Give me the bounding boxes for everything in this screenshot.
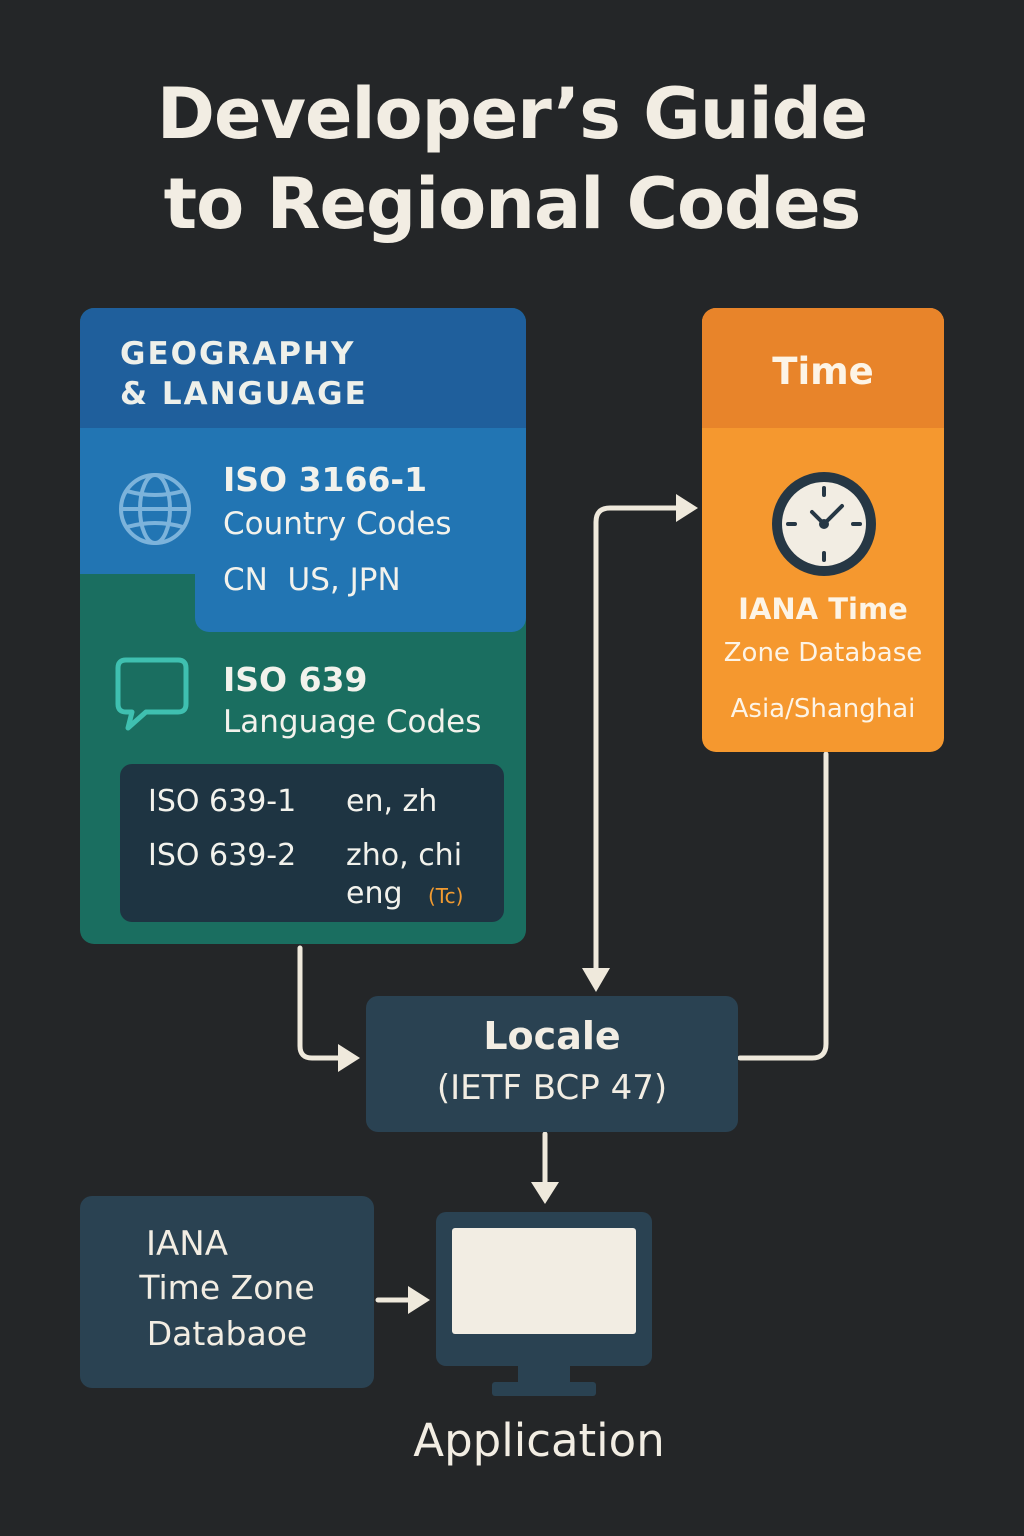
country-codes-section [80,428,526,574]
country-code-label: Country Codes [223,506,452,542]
locale-subtitle: (IETF BCP 47) [436,1068,668,1108]
geography-header: GEOGRAPHY & LANGUAGE [80,308,526,428]
country-code-examples: CN US, JPN [223,562,401,598]
speech-bubble-icon [115,657,189,731]
monitor-icon [436,1212,652,1396]
time-header: Time [702,308,944,428]
iana-time-zone-box: IANA Time Zone Databaoe [80,1196,374,1388]
locale-node: Locale (IETF BCP 47) [366,996,738,1132]
time-zone-example: Asia/Shanghai [730,694,916,724]
locale-title: Locale [483,1014,621,1058]
language-code-standard: ISO 639 [223,660,368,699]
traditional-chinese-note: (Tc) [428,884,464,908]
globe-icon [119,473,191,545]
table-row-vals: en, zh [346,784,438,819]
time-card: Time IANA Time Zone Database Asia/Shangh… [702,308,944,752]
geography-header-text: GEOGRAPHY & LANGUAGE [120,336,368,412]
country-code-standard: ISO 3166-1 [223,460,428,499]
geography-language-card: GEOGRAPHY & LANGUAGE ISO 3166-1 Country … [80,308,526,944]
clock-icon [772,472,876,576]
arrow-geo-to-locale [297,945,349,1061]
iana-box-line-2: Time Zone [139,1268,315,1307]
time-db-line-2: Zone Database [723,638,923,668]
iana-box-line-1: IANA [146,1224,228,1264]
arrow-time-to-locale [593,505,687,975]
table-row-std: ISO 639-2 [148,838,297,873]
connector-time-to-locale-right [737,751,829,1061]
table-row-std: ISO 639-1 [148,784,297,819]
page-title-line-2: to Regional Codes [163,163,862,245]
time-header-text: Time [772,350,874,393]
iana-box-line-3: Databaoe [146,1314,308,1353]
application-label: Application [413,1414,665,1467]
table-row-vals: zho, chi [346,838,463,873]
language-code-label: Language Codes [223,704,482,740]
table-row-extra: eng [346,876,403,911]
time-db-line-1: IANA Time [738,592,908,626]
page-title-line-1: Developer’s Guide [156,73,868,155]
language-code-table: ISO 639-1 en, zh ISO 639-2 zho, chi eng … [120,764,504,922]
